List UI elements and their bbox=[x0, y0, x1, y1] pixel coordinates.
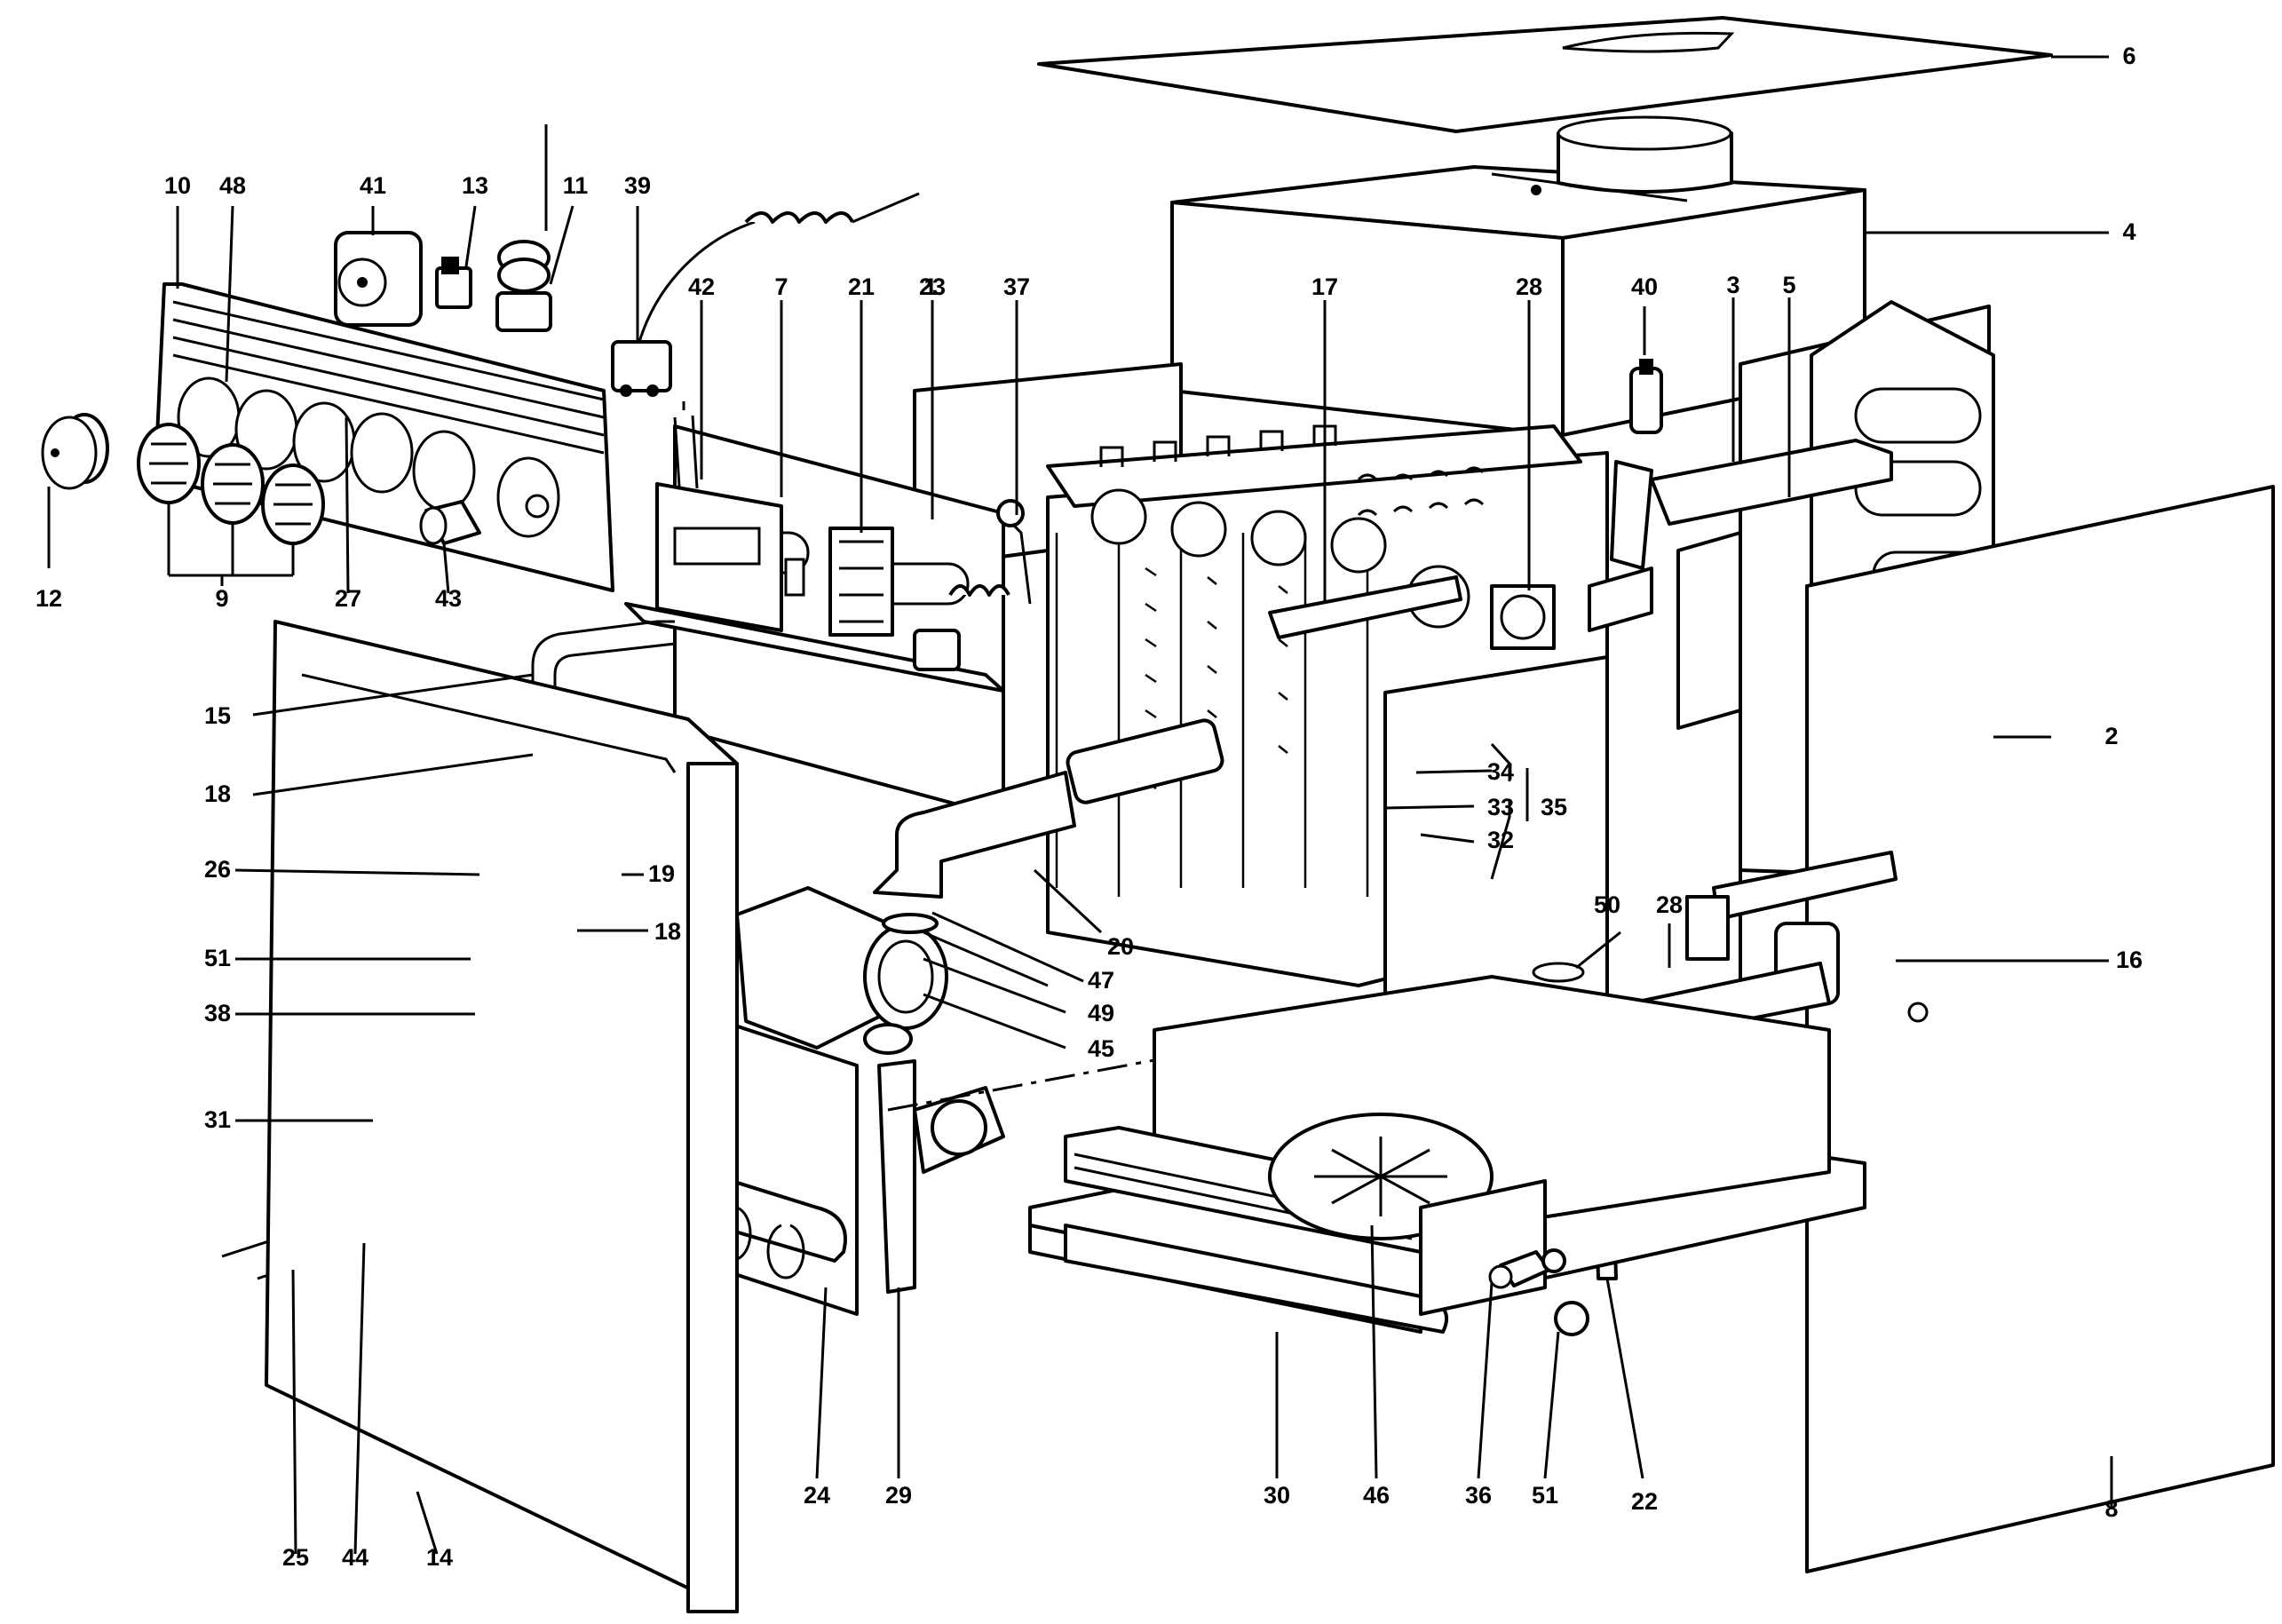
circulation-pump bbox=[735, 718, 1224, 1294]
callout-51a: 51 bbox=[204, 945, 231, 971]
callout-17: 17 bbox=[1311, 273, 1338, 300]
callout-37: 37 bbox=[1003, 273, 1030, 300]
switch bbox=[435, 257, 472, 309]
heat-exchanger-fins bbox=[1055, 533, 1369, 897]
callout-23: 23 bbox=[919, 273, 946, 300]
callout-39: 39 bbox=[624, 172, 651, 199]
callout-22: 22 bbox=[1631, 1488, 1658, 1515]
callout-47: 47 bbox=[1088, 967, 1114, 994]
control-knobs bbox=[137, 423, 325, 545]
front-left-panel bbox=[265, 620, 739, 1613]
callout-49: 49 bbox=[1088, 1000, 1114, 1026]
callout-6: 6 bbox=[2122, 43, 2135, 69]
callout-50: 50 bbox=[1594, 891, 1620, 918]
drain-valve bbox=[1488, 1248, 1589, 1336]
leader-lines bbox=[47, 55, 2113, 1555]
callout-48: 48 bbox=[219, 172, 246, 199]
top-cover-panel bbox=[1037, 16, 2053, 133]
thermostat-capillary bbox=[495, 124, 552, 332]
callout-27: 27 bbox=[335, 585, 361, 612]
callout-29: 29 bbox=[885, 1482, 912, 1509]
callout-labels: 1 2 3 4 5 6 7 8 9 10 11 12 13 14 15 16 1… bbox=[36, 43, 2143, 1571]
callout-10: 10 bbox=[164, 172, 191, 199]
callout-28a: 28 bbox=[1516, 273, 1542, 300]
callout-13: 13 bbox=[462, 172, 488, 199]
callout-42: 42 bbox=[688, 273, 715, 300]
callout-44: 44 bbox=[342, 1544, 368, 1571]
callout-51b: 51 bbox=[1532, 1482, 1558, 1509]
callout-12: 12 bbox=[36, 585, 62, 612]
callout-25: 25 bbox=[282, 1544, 309, 1571]
callout-30: 30 bbox=[1264, 1482, 1290, 1509]
base-tray bbox=[1028, 975, 1866, 1334]
callout-26: 26 bbox=[204, 856, 231, 883]
callout-2: 2 bbox=[2104, 723, 2118, 749]
callout-21: 21 bbox=[848, 273, 875, 300]
callout-35: 35 bbox=[1541, 794, 1567, 820]
callout-15: 15 bbox=[204, 702, 231, 729]
callout-4: 4 bbox=[2122, 218, 2135, 245]
callout-38: 38 bbox=[204, 1000, 231, 1026]
pressure-gauge bbox=[41, 413, 109, 490]
callout-14: 14 bbox=[426, 1544, 453, 1571]
callout-33: 33 bbox=[1487, 794, 1514, 820]
pcb-module bbox=[655, 401, 805, 632]
relay-board bbox=[828, 527, 894, 637]
callout-11: 11 bbox=[563, 172, 589, 199]
callout-7: 7 bbox=[774, 273, 788, 300]
temperature-gauge bbox=[419, 500, 481, 545]
front-side-panel bbox=[1805, 485, 2275, 1573]
callout-40: 40 bbox=[1631, 273, 1658, 300]
callout-31: 31 bbox=[204, 1106, 231, 1133]
gas-supply-pipe bbox=[531, 620, 676, 764]
callout-46: 46 bbox=[1363, 1482, 1390, 1509]
callout-34: 34 bbox=[1487, 758, 1514, 785]
callout-8: 8 bbox=[2104, 1495, 2118, 1522]
callout-5: 5 bbox=[1782, 272, 1795, 298]
callout-32: 32 bbox=[1487, 827, 1514, 853]
callout-45: 45 bbox=[1088, 1035, 1114, 1062]
callout-41: 41 bbox=[360, 172, 386, 199]
callout-36: 36 bbox=[1465, 1482, 1492, 1509]
callout-9: 9 bbox=[215, 585, 228, 612]
callout-1: 1 bbox=[923, 273, 937, 300]
callout-16: 16 bbox=[2116, 947, 2143, 973]
overheat-thermostat bbox=[611, 192, 920, 397]
callout-18b: 18 bbox=[654, 918, 681, 945]
callout-20: 20 bbox=[1107, 933, 1134, 960]
callout-19: 19 bbox=[648, 860, 675, 887]
callout-43: 43 bbox=[435, 585, 462, 612]
time-clock bbox=[334, 231, 423, 327]
callout-18a: 18 bbox=[204, 780, 231, 807]
callout-28b: 28 bbox=[1656, 891, 1683, 918]
callout-24: 24 bbox=[804, 1482, 830, 1509]
callout-3: 3 bbox=[1726, 272, 1739, 298]
control-panel bbox=[154, 282, 614, 592]
